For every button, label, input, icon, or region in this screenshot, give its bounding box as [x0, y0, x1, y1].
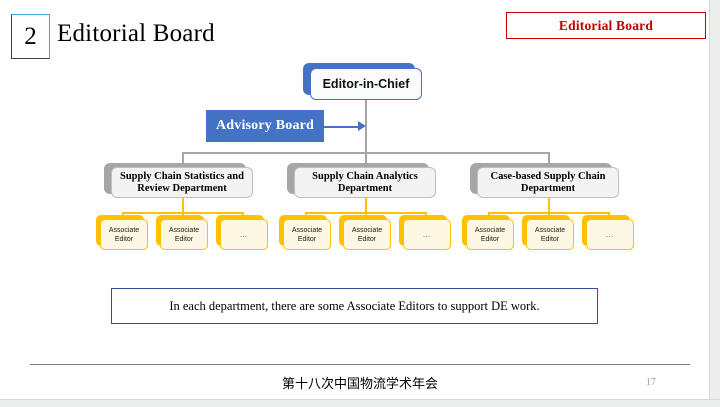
window-bottom-edge	[0, 399, 720, 407]
window-right-edge	[709, 0, 720, 407]
corner-section-badge: Editorial Board	[506, 12, 706, 39]
slide-number-badge: 2	[11, 14, 50, 59]
node-dept2-associate-editor-2[interactable]: Associate Editor	[343, 219, 391, 250]
node-dept1-associate-editor-1[interactable]: Associate Editor	[100, 219, 148, 250]
node-editor-in-chief[interactable]: Editor-in-Chief	[310, 68, 422, 100]
footer-divider	[30, 364, 690, 365]
node-department-1[interactable]: Supply Chain Statistics and Review Depar…	[111, 167, 253, 198]
node-department-2[interactable]: Supply Chain Analytics Department	[294, 167, 436, 198]
advisory-arrow-head-icon	[358, 121, 366, 131]
node-department-3[interactable]: Case-based Supply Chain Department	[477, 167, 619, 198]
node-dept3-associate-editor-2[interactable]: Associate Editor	[526, 219, 574, 250]
node-dept1-associate-editor-2[interactable]: Associate Editor	[160, 219, 208, 250]
node-dept3-associate-editor-1[interactable]: Associate Editor	[466, 219, 514, 250]
connector-drop-dept-1	[182, 152, 184, 163]
page-title: Editorial Board	[57, 20, 215, 47]
footer-title: 第十八次中国物流学术年会	[281, 377, 438, 392]
node-dept2-associate-editor-more[interactable]: …	[403, 219, 451, 250]
connector-drop-dept-3	[548, 152, 550, 163]
connector-drop-dept-2	[365, 152, 367, 163]
node-advisory-board[interactable]: Advisory Board	[206, 110, 324, 142]
advisory-arrow-shaft	[324, 126, 360, 128]
connector-dept3-drop	[548, 198, 550, 212]
node-dept1-associate-editor-more[interactable]: …	[220, 219, 268, 250]
node-dept2-associate-editor-1[interactable]: Associate Editor	[283, 219, 331, 250]
node-dept3-associate-editor-more[interactable]: …	[586, 219, 634, 250]
page-number: 17	[646, 377, 656, 388]
note-callout: In each department, there are some Assoc…	[111, 288, 598, 324]
connector-dept1-drop	[182, 198, 184, 212]
connector-dept2-drop	[365, 198, 367, 212]
